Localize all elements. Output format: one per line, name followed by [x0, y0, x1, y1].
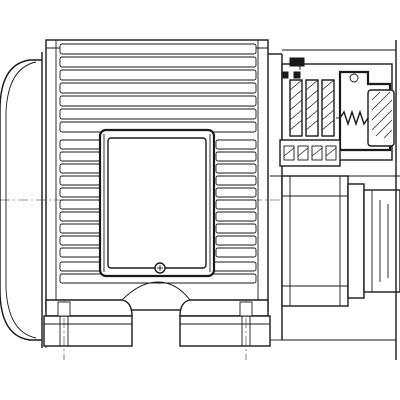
brake-assembly [281, 71, 359, 161]
terminal-box [98, 128, 216, 278]
brake-housing-hatching [371, 91, 393, 139]
output-shaft-housing [281, 175, 400, 307]
mounting-bolts [57, 300, 253, 360]
motor-feet [43, 281, 271, 347]
terminal-box-screw [154, 262, 166, 274]
brake-spring [336, 109, 369, 127]
cooling-fins-top [59, 43, 257, 133]
brake-discs [289, 79, 335, 137]
